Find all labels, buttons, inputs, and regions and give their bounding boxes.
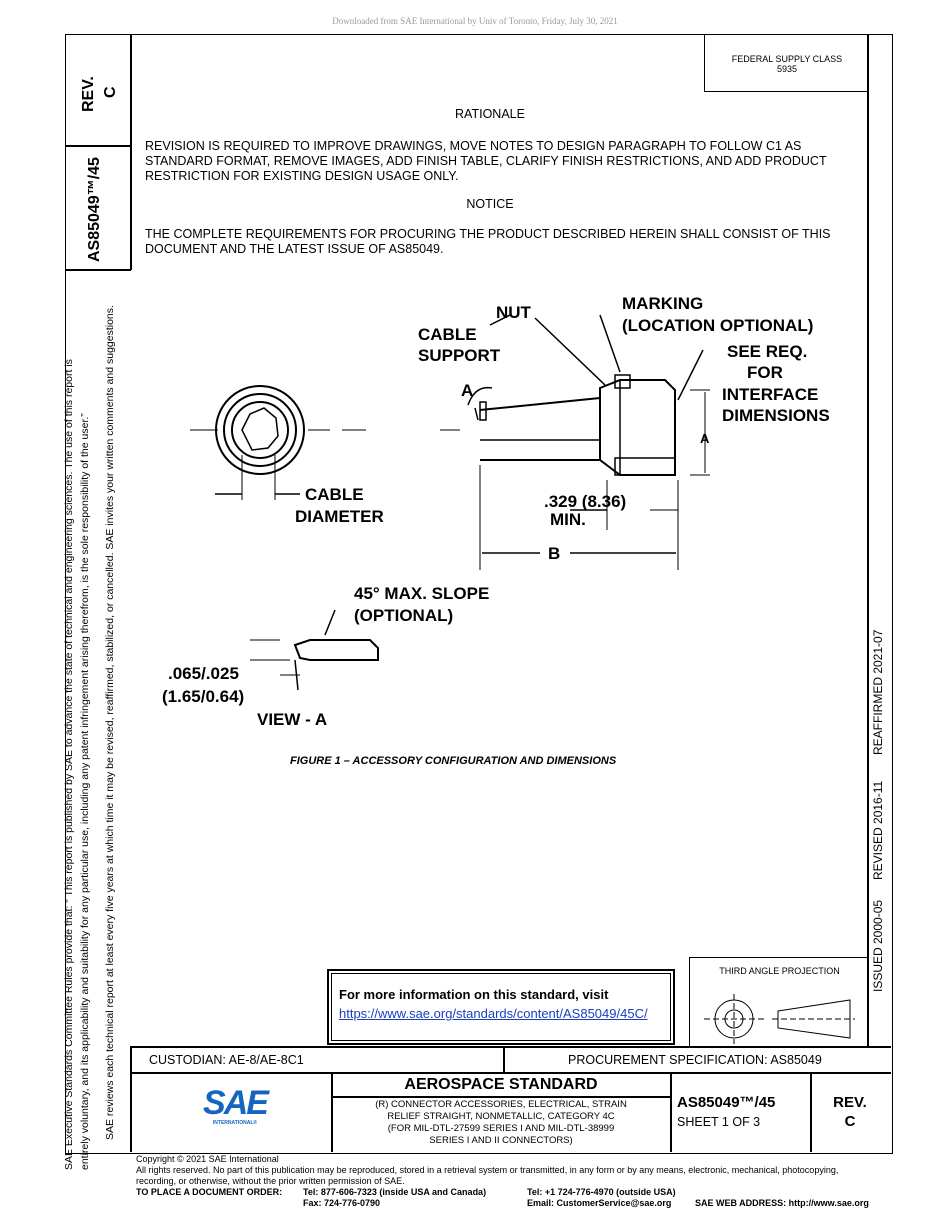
notice-heading: NOTICE xyxy=(466,197,514,211)
federal-supply-box: FEDERAL SUPPLY CLASS 5935 xyxy=(704,34,869,92)
projection-box: THIRD ANGLE PROJECTION xyxy=(689,957,869,1047)
title-desc-line4: SERIES I AND II CONNECTORS) xyxy=(429,1135,573,1146)
end-view-outer-circle xyxy=(215,385,305,475)
footer-tel-1: Tel: 877-606-7323 (inside USA and Canada… xyxy=(303,1187,487,1197)
label-for: FOR xyxy=(747,363,783,382)
label-marking: MARKING xyxy=(622,294,703,313)
label-a-dim: A xyxy=(700,431,710,446)
left-notice-line3: SAE reviews each technical report at lea… xyxy=(104,305,116,1140)
sae-logo: SAE INTERNATIONAL® xyxy=(190,1086,280,1126)
label-see-req: SEE REQ. xyxy=(727,342,807,361)
side-doc-number: AS85049™/45 xyxy=(86,157,103,262)
label-min-dim: .329 (8.36) xyxy=(544,492,626,511)
figure-caption: FIGURE 1 – ACCESSORY CONFIGURATION AND D… xyxy=(290,755,617,767)
notice-text: THE COMPLETE REQUIREMENTS FOR PROCURING … xyxy=(145,227,831,256)
label-view-a-arrow: A xyxy=(461,381,473,400)
side-rev-label: REV. xyxy=(80,76,97,112)
footer-rights-1: All rights reserved. No part of this pub… xyxy=(136,1165,839,1175)
label-cable-dia-1: CABLE xyxy=(305,485,364,504)
label-view-a: VIEW - A xyxy=(257,710,327,729)
info-box-link[interactable]: https://www.sae.org/standards/content/AS… xyxy=(339,1006,648,1021)
label-location-optional: (LOCATION OPTIONAL) xyxy=(622,316,813,335)
label-slope-1: 45° MAX. SLOPE xyxy=(354,584,489,603)
sae-logo-sub: INTERNATIONAL® xyxy=(212,1120,258,1126)
projection-symbol xyxy=(704,994,855,1044)
figure-drawing: NUT MARKING (LOCATION OPTIONAL) CABLE SU… xyxy=(162,294,830,729)
footer-rights-2: recording, or otherwise, without the pri… xyxy=(136,1176,405,1186)
title-rev-label: REV. xyxy=(833,1094,867,1111)
label-b: B xyxy=(548,544,560,563)
label-cable-dia-2: DIAMETER xyxy=(295,507,384,526)
revised-date: REVISED 2016-11 xyxy=(871,780,885,880)
label-interface: INTERFACE xyxy=(722,385,818,404)
title-doc-number: AS85049™/45 xyxy=(677,1094,776,1111)
standard-type: AEROSPACE STANDARD xyxy=(404,1076,598,1093)
label-min: MIN. xyxy=(550,510,586,529)
left-notice-line2: entirely voluntary, and its applicabilit… xyxy=(79,413,91,1170)
procurement-spec: PROCUREMENT SPECIFICATION: AS85049 xyxy=(568,1053,822,1067)
footer-order-label: TO PLACE A DOCUMENT ORDER: xyxy=(136,1187,283,1197)
label-dim-1: .065/.025 xyxy=(168,664,239,683)
title-description: (R) CONNECTOR ACCESSORIES, ELECTRICAL, S… xyxy=(331,1099,671,1147)
issued-date: ISSUED 2000-05 xyxy=(871,899,885,992)
federal-supply-label: FEDERAL SUPPLY CLASS xyxy=(731,54,843,64)
footer: Copyright © 2021 SAE International All r… xyxy=(136,1154,896,1187)
footer-copyright: Copyright © 2021 SAE International xyxy=(136,1154,279,1164)
rationale-heading: RATIONALE xyxy=(455,107,525,121)
label-dimensions: DIMENSIONS xyxy=(722,406,830,425)
rationale-text: REVISION IS REQUIRED TO IMPROVE DRAWINGS… xyxy=(145,139,827,183)
label-support: SUPPORT xyxy=(418,346,501,365)
info-box: For more information on this standard, v… xyxy=(327,969,675,1045)
page-frame xyxy=(65,34,893,1154)
label-cable: CABLE xyxy=(418,325,477,344)
federal-supply-value: 5935 xyxy=(776,64,798,74)
label-slope-2: (OPTIONAL) xyxy=(354,606,453,625)
label-dim-2: (1.65/0.64) xyxy=(162,687,244,706)
title-desc-line2: RELIEF STRAIGHT, NONMETALLIC, CATEGORY 4… xyxy=(387,1111,615,1122)
title-desc-line3: (FOR MIL-DTL-27599 SERIES I AND MIL-DTL-… xyxy=(387,1123,615,1134)
title-desc-line1: (R) CONNECTOR ACCESSORIES, ELECTRICAL, S… xyxy=(375,1099,627,1110)
footer-tel-2: Tel: +1 724-776-4970 (outside USA) xyxy=(527,1187,676,1197)
side-rev-value: C xyxy=(102,86,119,98)
left-notice-line1: SAE Executive Standards Committee Rules … xyxy=(63,359,75,1170)
custodian: CUSTODIAN: AE-8/AE-8C1 xyxy=(149,1053,304,1067)
download-note: Downloaded from SAE International by Uni… xyxy=(332,16,618,26)
title-rev-value: C xyxy=(844,1113,856,1130)
footer-fax: Fax: 724-776-0790 xyxy=(303,1198,381,1208)
sae-logo-mark: SAE xyxy=(203,1084,269,1122)
sheet-number: SHEET 1 OF 3 xyxy=(677,1115,761,1129)
footer-web[interactable]: SAE WEB ADDRESS: http://www.sae.org xyxy=(695,1198,869,1208)
info-box-text: For more information on this standard, v… xyxy=(339,987,609,1002)
projection-label: THIRD ANGLE PROJECTION xyxy=(719,966,840,976)
reaffirmed-date: REAFFIRMED 2021-07 xyxy=(871,629,885,755)
label-nut: NUT xyxy=(496,303,532,322)
footer-email[interactable]: Email: CustomerService@sae.org xyxy=(527,1198,672,1208)
